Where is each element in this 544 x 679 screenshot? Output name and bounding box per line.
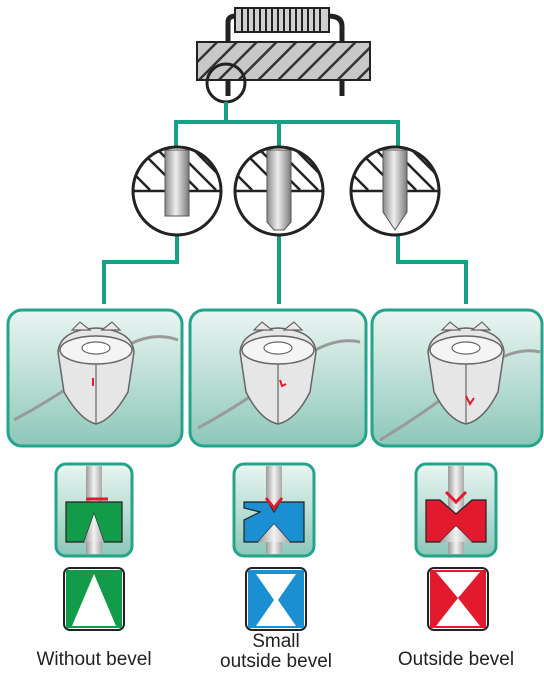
profile-outside-bevel	[427, 567, 489, 631]
caption-small-bevel-line2: outside bevel	[220, 651, 332, 672]
detail-small-bevel	[233, 145, 325, 237]
caption-without-bevel: Without bevel	[36, 649, 152, 670]
section-without-bevel	[54, 462, 134, 558]
profile-small-bevel	[245, 567, 307, 631]
detail-outside-bevel	[349, 145, 441, 237]
die-block-hatched	[196, 41, 371, 81]
panel-without-bevel	[6, 308, 184, 448]
detail-without-bevel	[131, 145, 223, 237]
section-outside-bevel	[414, 462, 498, 558]
caption-outside-bevel: Outside bevel	[397, 649, 515, 670]
caption-small-bevel: Small outside bevel	[186, 632, 366, 672]
caption-small-bevel-line1: Small	[252, 631, 300, 652]
holder-frame	[225, 13, 345, 44]
tool-assembly	[196, 7, 371, 104]
profile-without-bevel	[63, 567, 125, 631]
panel-small-bevel	[188, 308, 368, 448]
panel-outside-bevel	[370, 308, 544, 448]
section-small-bevel	[232, 462, 316, 558]
connector-lines	[102, 102, 468, 304]
